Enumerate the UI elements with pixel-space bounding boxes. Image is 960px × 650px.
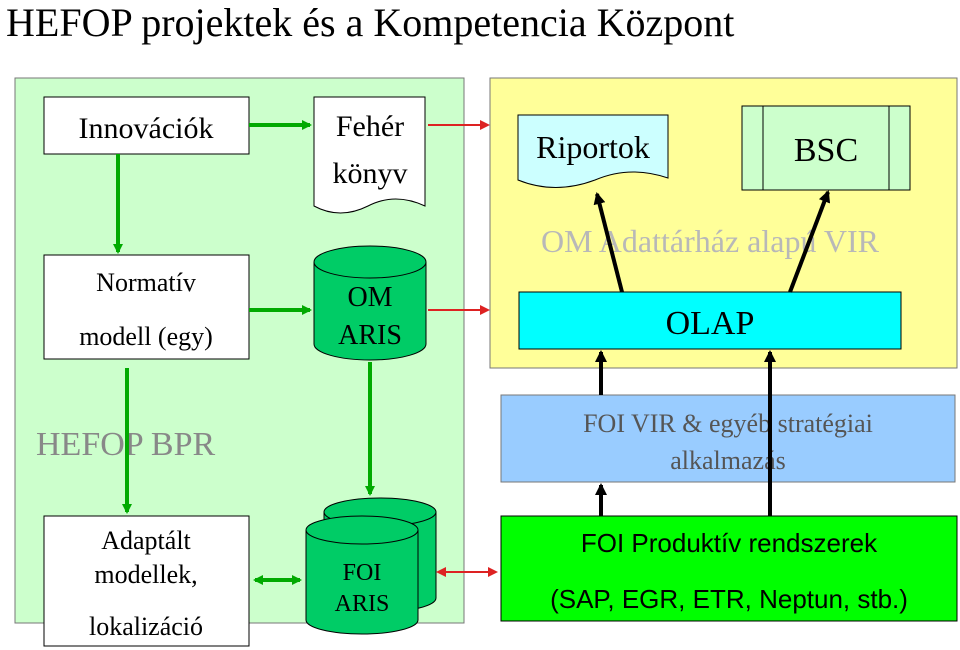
innovaciok-label: Innovációk xyxy=(79,112,214,145)
om-aris-line1: OM xyxy=(347,282,392,313)
olap-box xyxy=(518,291,902,350)
foi-aris-cylinder-front xyxy=(305,515,419,635)
adaptalt-label-line2: modellek, xyxy=(94,560,197,589)
normativ-label-line1: Normatív xyxy=(96,268,196,297)
olap-label: OLAP xyxy=(666,305,755,342)
page-title: HEFOP projektek és a Kompetencia Központ xyxy=(6,0,734,45)
adaptalt-box xyxy=(43,515,250,647)
adaptalt-label-line1: Adaptált xyxy=(101,526,191,555)
bsc-label: BSC xyxy=(794,132,858,169)
om-aris-line2: ARIS xyxy=(338,320,402,351)
vir-label: OM Adattárház alapú VIR xyxy=(541,223,880,259)
foi-vir-box xyxy=(500,394,956,483)
foi-aris-line1: FOI xyxy=(343,560,382,586)
produktiv-line2: (SAP, EGR, ETR, Neptun, stb.) xyxy=(550,584,908,614)
foi-vir-line2: alkalmazás xyxy=(670,446,786,475)
produktiv-line1: FOI Produktív rendszerek xyxy=(581,528,878,558)
riportok-document xyxy=(517,114,669,188)
feher-konyv-line2: könyv xyxy=(333,157,408,190)
innovaciok-box xyxy=(43,96,250,155)
riportok-label: Riportok xyxy=(536,129,650,165)
feher-konyv-document xyxy=(313,96,426,214)
adaptalt-label-line3: lokalizáció xyxy=(89,612,203,641)
foi-aris-line2: ARIS xyxy=(335,591,390,617)
foi-vir-line1: FOI VIR & egyéb stratégiai xyxy=(583,409,873,438)
om-aris-cylinder xyxy=(313,245,427,361)
produktiv-box xyxy=(500,515,958,622)
normativ-box xyxy=(43,254,250,360)
feher-konyv-line1: Fehér xyxy=(336,110,404,143)
bsc-box xyxy=(741,105,911,191)
normativ-label-line2: modell (egy) xyxy=(79,322,213,351)
arrow-olap-to-riportok xyxy=(593,192,624,293)
arrow-olap-to-bsc xyxy=(788,190,831,293)
